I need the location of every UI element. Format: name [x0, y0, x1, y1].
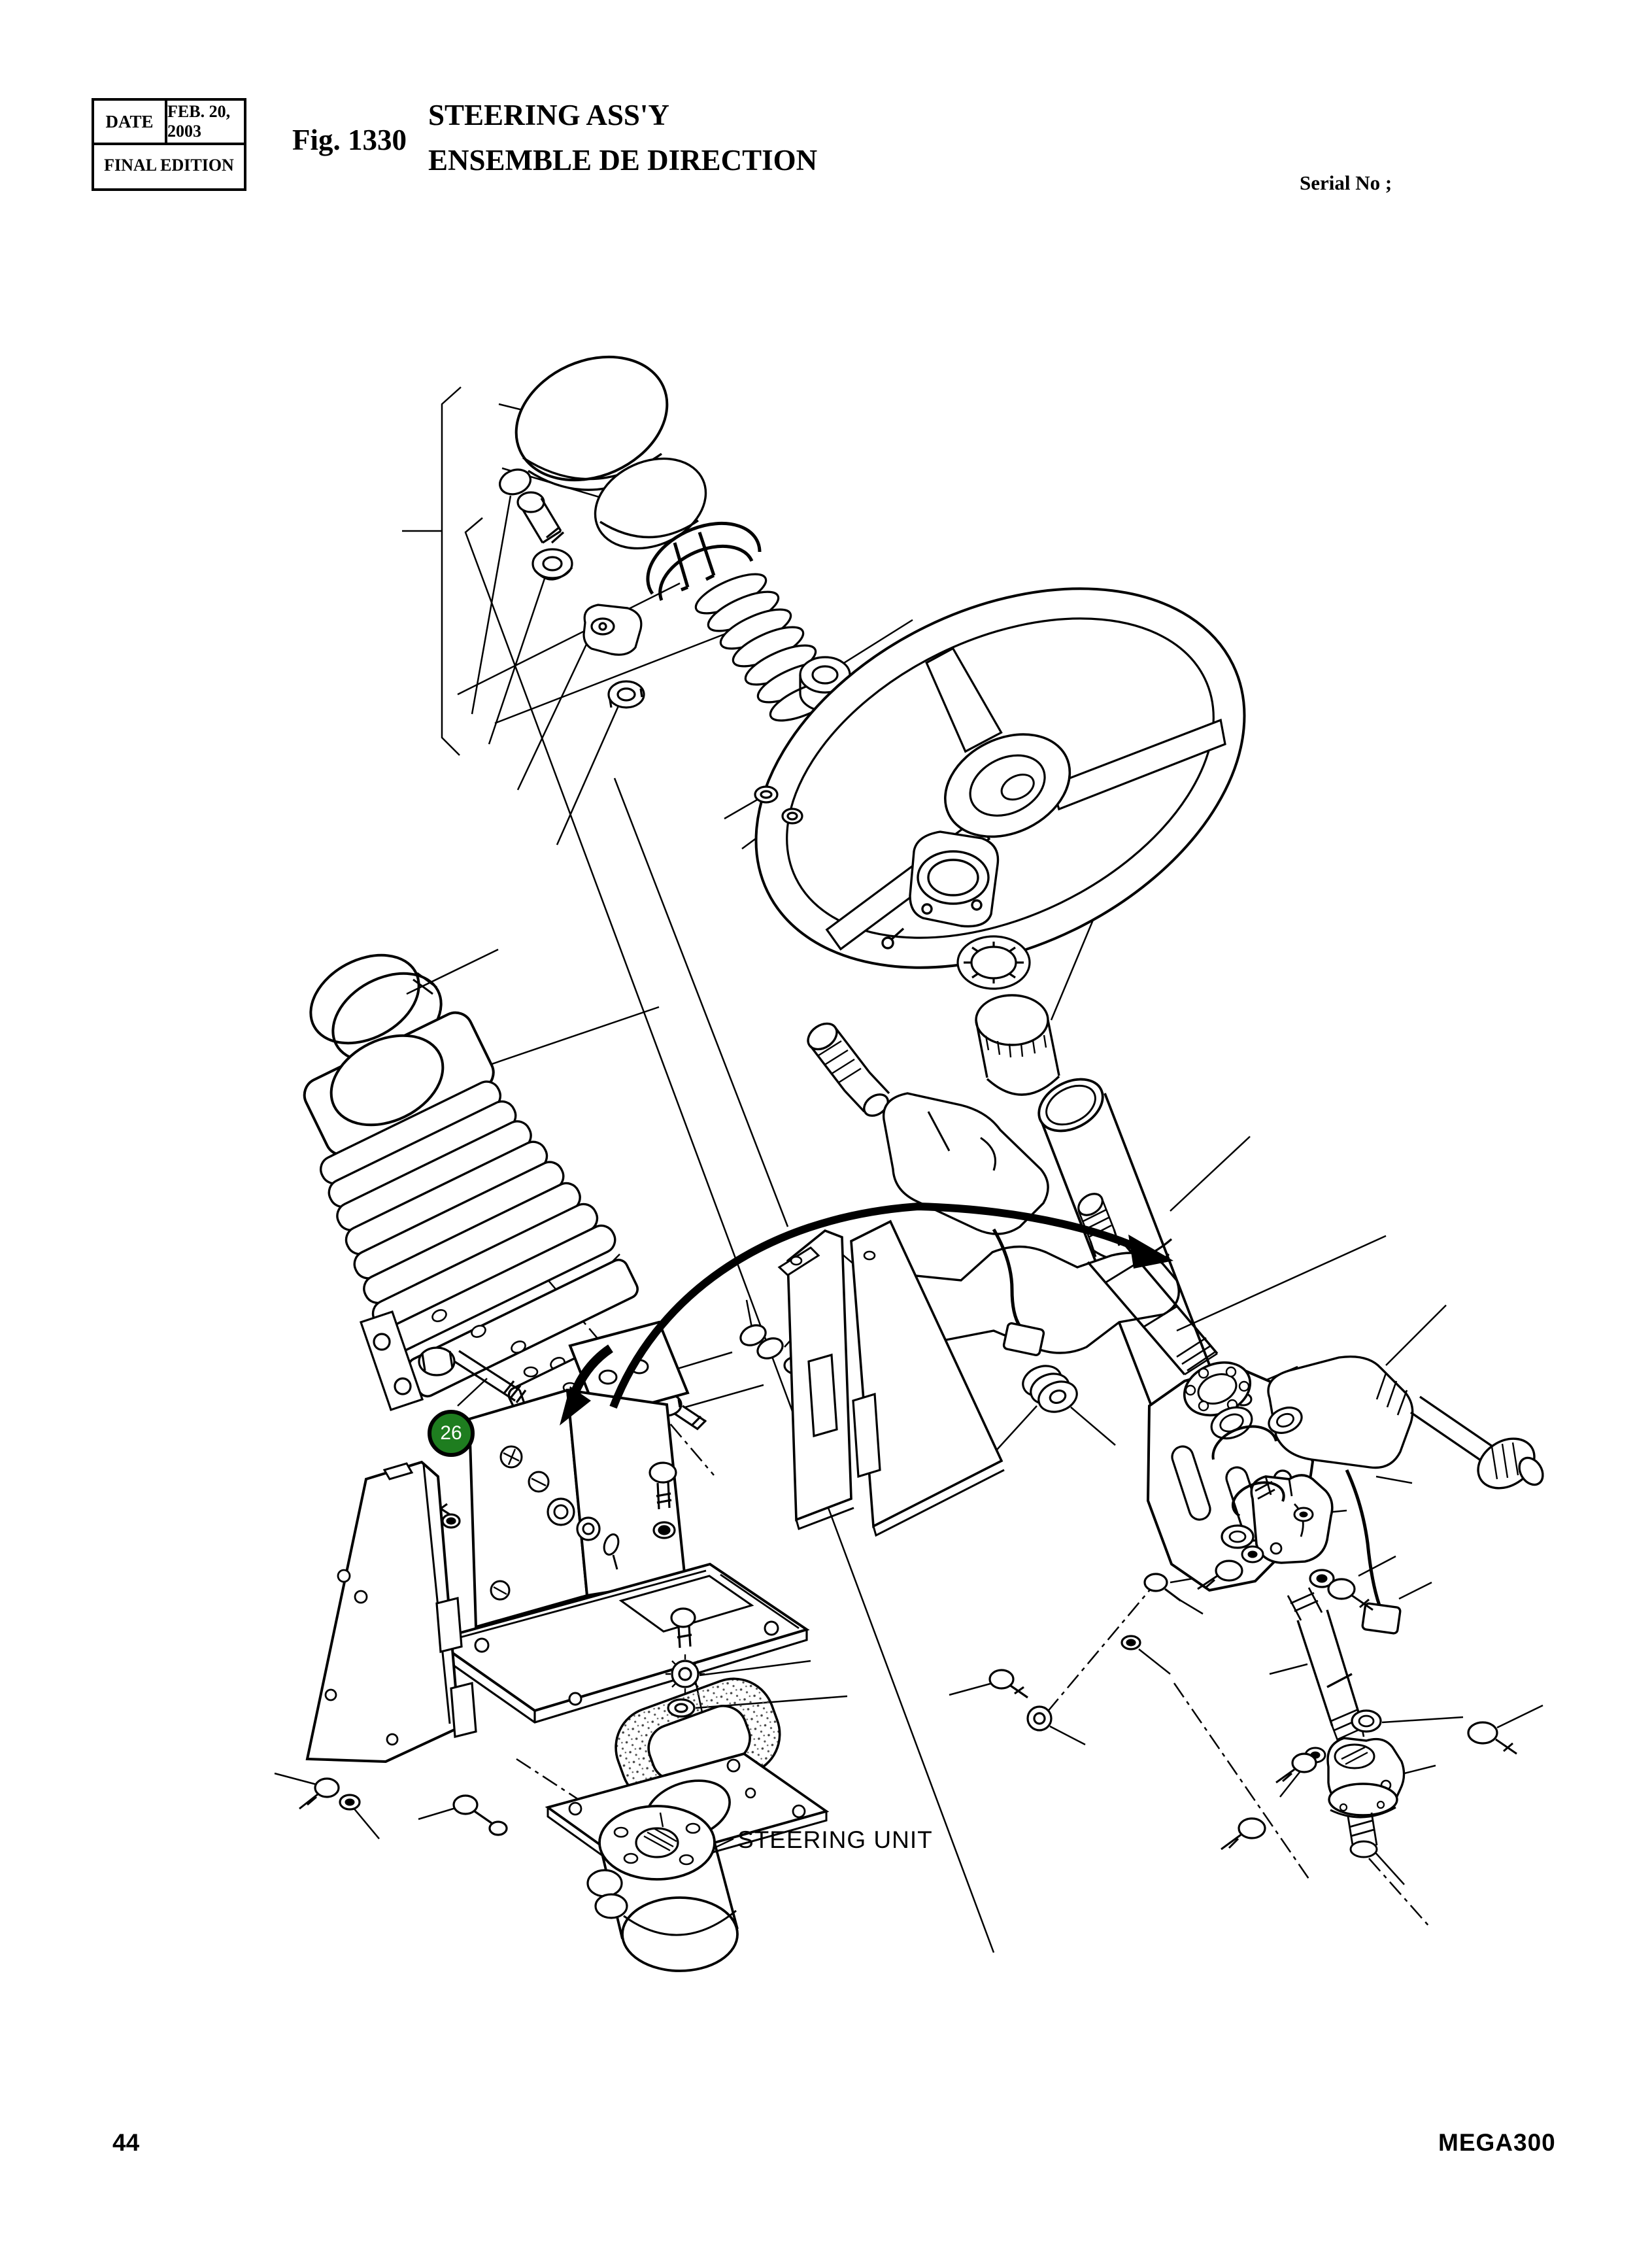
pump-lever: [1267, 1356, 1544, 1635]
pillar-cover: [299, 1460, 477, 1811]
pointer-arrows: [560, 1202, 1173, 1426]
tilt-fork-clamp: [873, 1245, 1180, 1354]
shaft-bearing: [1183, 1361, 1303, 1460]
edition-info-row-date: DATE FEB. 20, 2003: [94, 101, 244, 145]
steering-unit-label: STEERING UNIT: [737, 1826, 933, 1853]
callout-number: 26: [440, 1422, 462, 1444]
figure-number: Fig. 1330: [292, 124, 407, 156]
edition-label: FINAL EDITION: [104, 156, 234, 175]
lower-steering-shaft: [1221, 1587, 1517, 1858]
pedestal-bracket: [467, 1320, 690, 1629]
snap-ring: [646, 521, 762, 601]
model-code: MEGA300: [1438, 2129, 1556, 2156]
fastener-cluster: [499, 468, 803, 825]
pedestal-fasteners: [359, 1310, 1053, 1836]
steering-unit: [586, 1805, 739, 1972]
column-bearing: [956, 935, 1031, 990]
ignition-switch-housing: [881, 830, 1000, 949]
edition-info-table: DATE FEB. 20, 2003 FINAL EDITION: [92, 98, 246, 191]
date-label: DATE: [94, 101, 167, 143]
serial-number-label: Serial No ;: [1300, 171, 1392, 194]
horn-button: [594, 457, 716, 592]
grommet: [1022, 1365, 1181, 1650]
page-title-fr: ENSEMBLE DE DIRECTION: [428, 144, 818, 177]
page-number: 44: [112, 2129, 140, 2156]
cover-panels: [777, 1220, 1005, 1537]
date-value: FEB. 20, 2003: [167, 102, 231, 141]
universal-joint: [1197, 1474, 1374, 1611]
horn-cap: [514, 355, 669, 491]
long-curved-arrow: [609, 1202, 1147, 1409]
gasket: [615, 1677, 781, 1804]
page-title-en: STEERING ASS'Y: [428, 99, 669, 131]
turn-signal-switch: [807, 1022, 1049, 1356]
column-sleeve: [975, 994, 1060, 1096]
small-arrow: [571, 1344, 613, 1393]
callout-badge[interactable]: 26: [428, 1410, 475, 1457]
